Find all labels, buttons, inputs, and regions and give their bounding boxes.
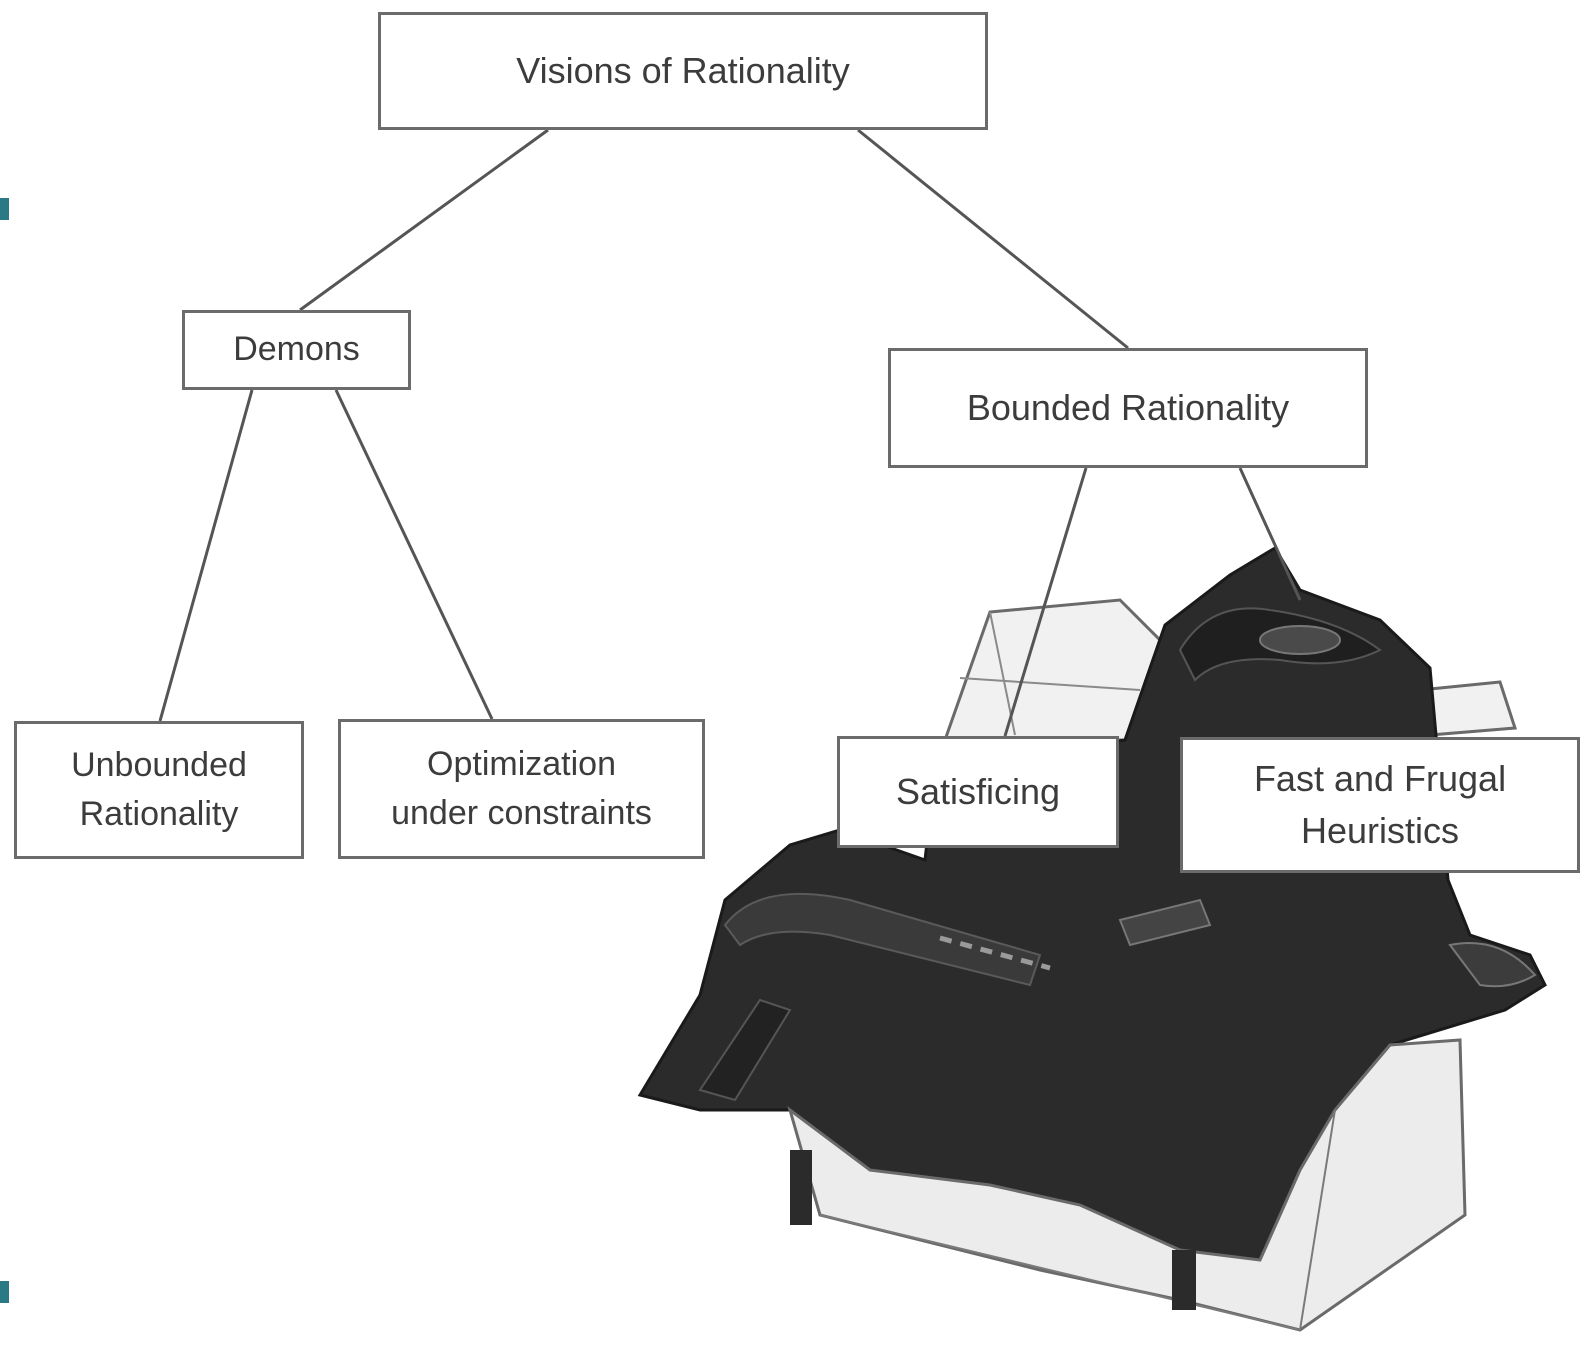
slide-bullet-marker xyxy=(0,1281,9,1303)
node-label: Bounded Rationality xyxy=(966,386,1290,428)
connector-root-demons xyxy=(299,128,549,312)
slide-bullet-marker xyxy=(0,198,9,220)
node-label: Unbounded Rationality xyxy=(71,745,247,833)
node-optimization-under-constraints: Optimization under constraints xyxy=(338,719,705,859)
node-visions-of-rationality: Visions of Rationality xyxy=(378,12,988,130)
node-label: Fast and Frugal Heuristics xyxy=(1253,757,1507,851)
node-label: Demons xyxy=(233,330,360,369)
connector-bounded-satis xyxy=(1003,467,1088,737)
node-fast-and-frugal-heuristics: Fast and Frugal Heuristics xyxy=(1180,737,1580,873)
node-label: Satisficing xyxy=(895,770,1061,812)
connector-demons-unbounded xyxy=(158,389,254,722)
connector-lines xyxy=(158,128,1302,737)
adaptive-toolbox-icon xyxy=(637,545,1547,1332)
node-satisficing: Satisficing xyxy=(837,736,1119,848)
node-demons: Demons xyxy=(182,310,411,390)
node-bounded-rationality: Bounded Rationality xyxy=(888,348,1368,468)
node-label: Visions of Rationality xyxy=(516,49,850,91)
connector-demons-optim xyxy=(334,389,494,720)
connector-bounded-fast xyxy=(1238,467,1302,601)
connector-root-bounded xyxy=(857,128,1129,350)
node-unbounded-rationality: Unbounded Rationality xyxy=(14,721,304,859)
node-label: Optimization under constraints xyxy=(391,744,652,832)
